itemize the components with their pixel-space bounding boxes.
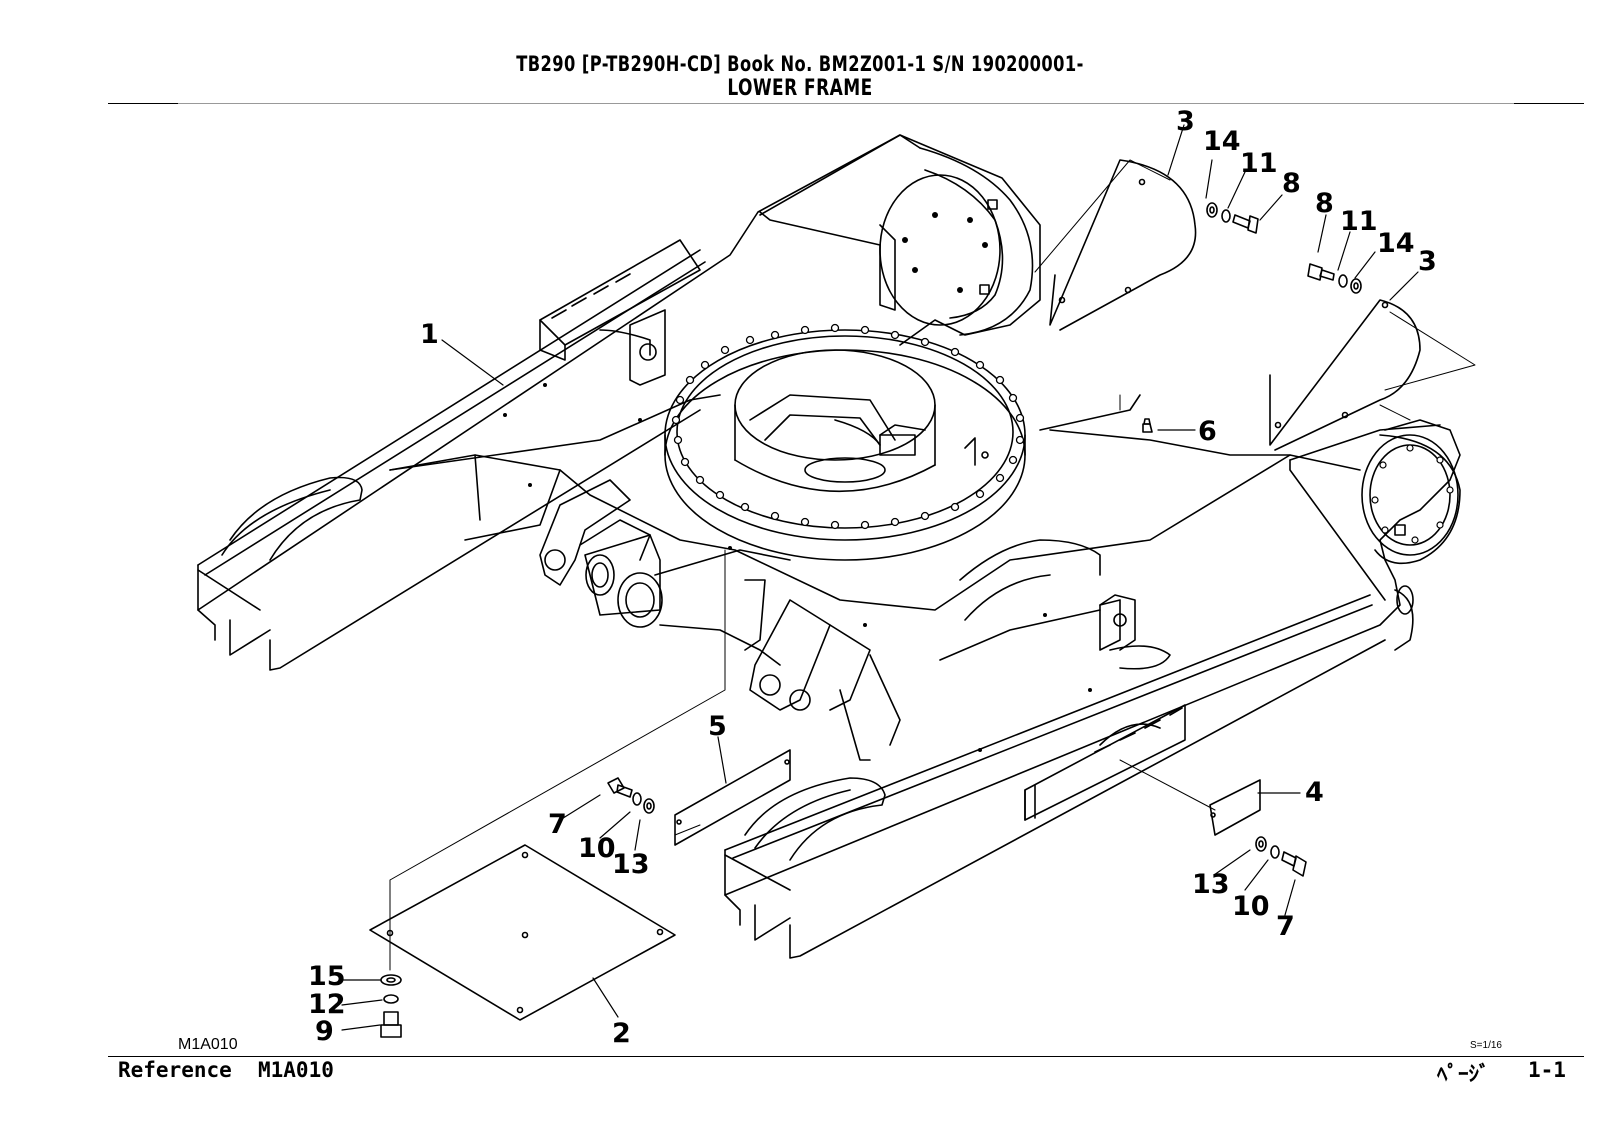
- page-number: 1-1: [1528, 1058, 1566, 1082]
- callout-4: 4: [1305, 777, 1324, 808]
- callout-11-upper: 11: [1240, 148, 1278, 179]
- blade-brackets: [539, 479, 901, 761]
- callout-labels: 1 2 3 3 4 5 6 7 7 8 8 9 10 10 11 11 12 1…: [308, 106, 1437, 1049]
- callout-7-right: 7: [1276, 911, 1295, 942]
- figure-code: M1A010: [178, 1036, 238, 1053]
- header-subtitle: LOWER FRAME: [727, 76, 873, 101]
- scale-label: S=1/16: [1470, 1040, 1502, 1051]
- right-track-frame: [724, 419, 1461, 959]
- callout-6: 6: [1198, 416, 1217, 447]
- callout-2: 2: [612, 1018, 631, 1049]
- callout-9: 9: [315, 1016, 334, 1047]
- cover-plate-3-upper: [1049, 159, 1197, 331]
- center-body: [389, 323, 1361, 611]
- reference-code: M1A010: [258, 1058, 334, 1082]
- header-rule-left: [108, 103, 178, 104]
- left-track-frame: [197, 134, 1041, 671]
- callout-11-lower: 11: [1340, 206, 1378, 237]
- callout-leaders: [341, 124, 1419, 1031]
- cover-plate-4: [1209, 779, 1261, 836]
- reference-label: Reference: [118, 1058, 232, 1082]
- callout-10-left: 10: [578, 833, 616, 864]
- callout-8-upper: 8: [1282, 168, 1301, 199]
- callout-8-lower: 8: [1315, 188, 1334, 219]
- callout-12: 12: [308, 989, 346, 1020]
- header-title: TB290 [P-TB290H-CD] Book No. BM2Z001-1 S…: [516, 52, 1084, 76]
- callout-3-lower: 3: [1418, 246, 1437, 277]
- page-label: ﾍﾟｰｼﾞ: [1437, 1062, 1490, 1086]
- assembly-lines: [389, 159, 1411, 971]
- callout-7-left: 7: [548, 809, 567, 840]
- footer-rule: [108, 1056, 1584, 1057]
- callout-3-upper: 3: [1176, 106, 1195, 137]
- fasteners: [380, 202, 1362, 1038]
- cover-plate-3-lower: [1269, 299, 1476, 451]
- callout-1: 1: [420, 319, 439, 350]
- callout-14-lower: 14: [1377, 228, 1415, 259]
- header-rule-center: [178, 103, 1514, 104]
- header-rule-right: [1514, 103, 1584, 104]
- callout-5: 5: [708, 711, 727, 742]
- callout-14-upper: 14: [1203, 126, 1241, 157]
- callout-10-right: 10: [1232, 891, 1270, 922]
- callout-13-left: 13: [612, 849, 650, 880]
- callout-13-right: 13: [1192, 869, 1230, 900]
- callout-15: 15: [308, 961, 346, 992]
